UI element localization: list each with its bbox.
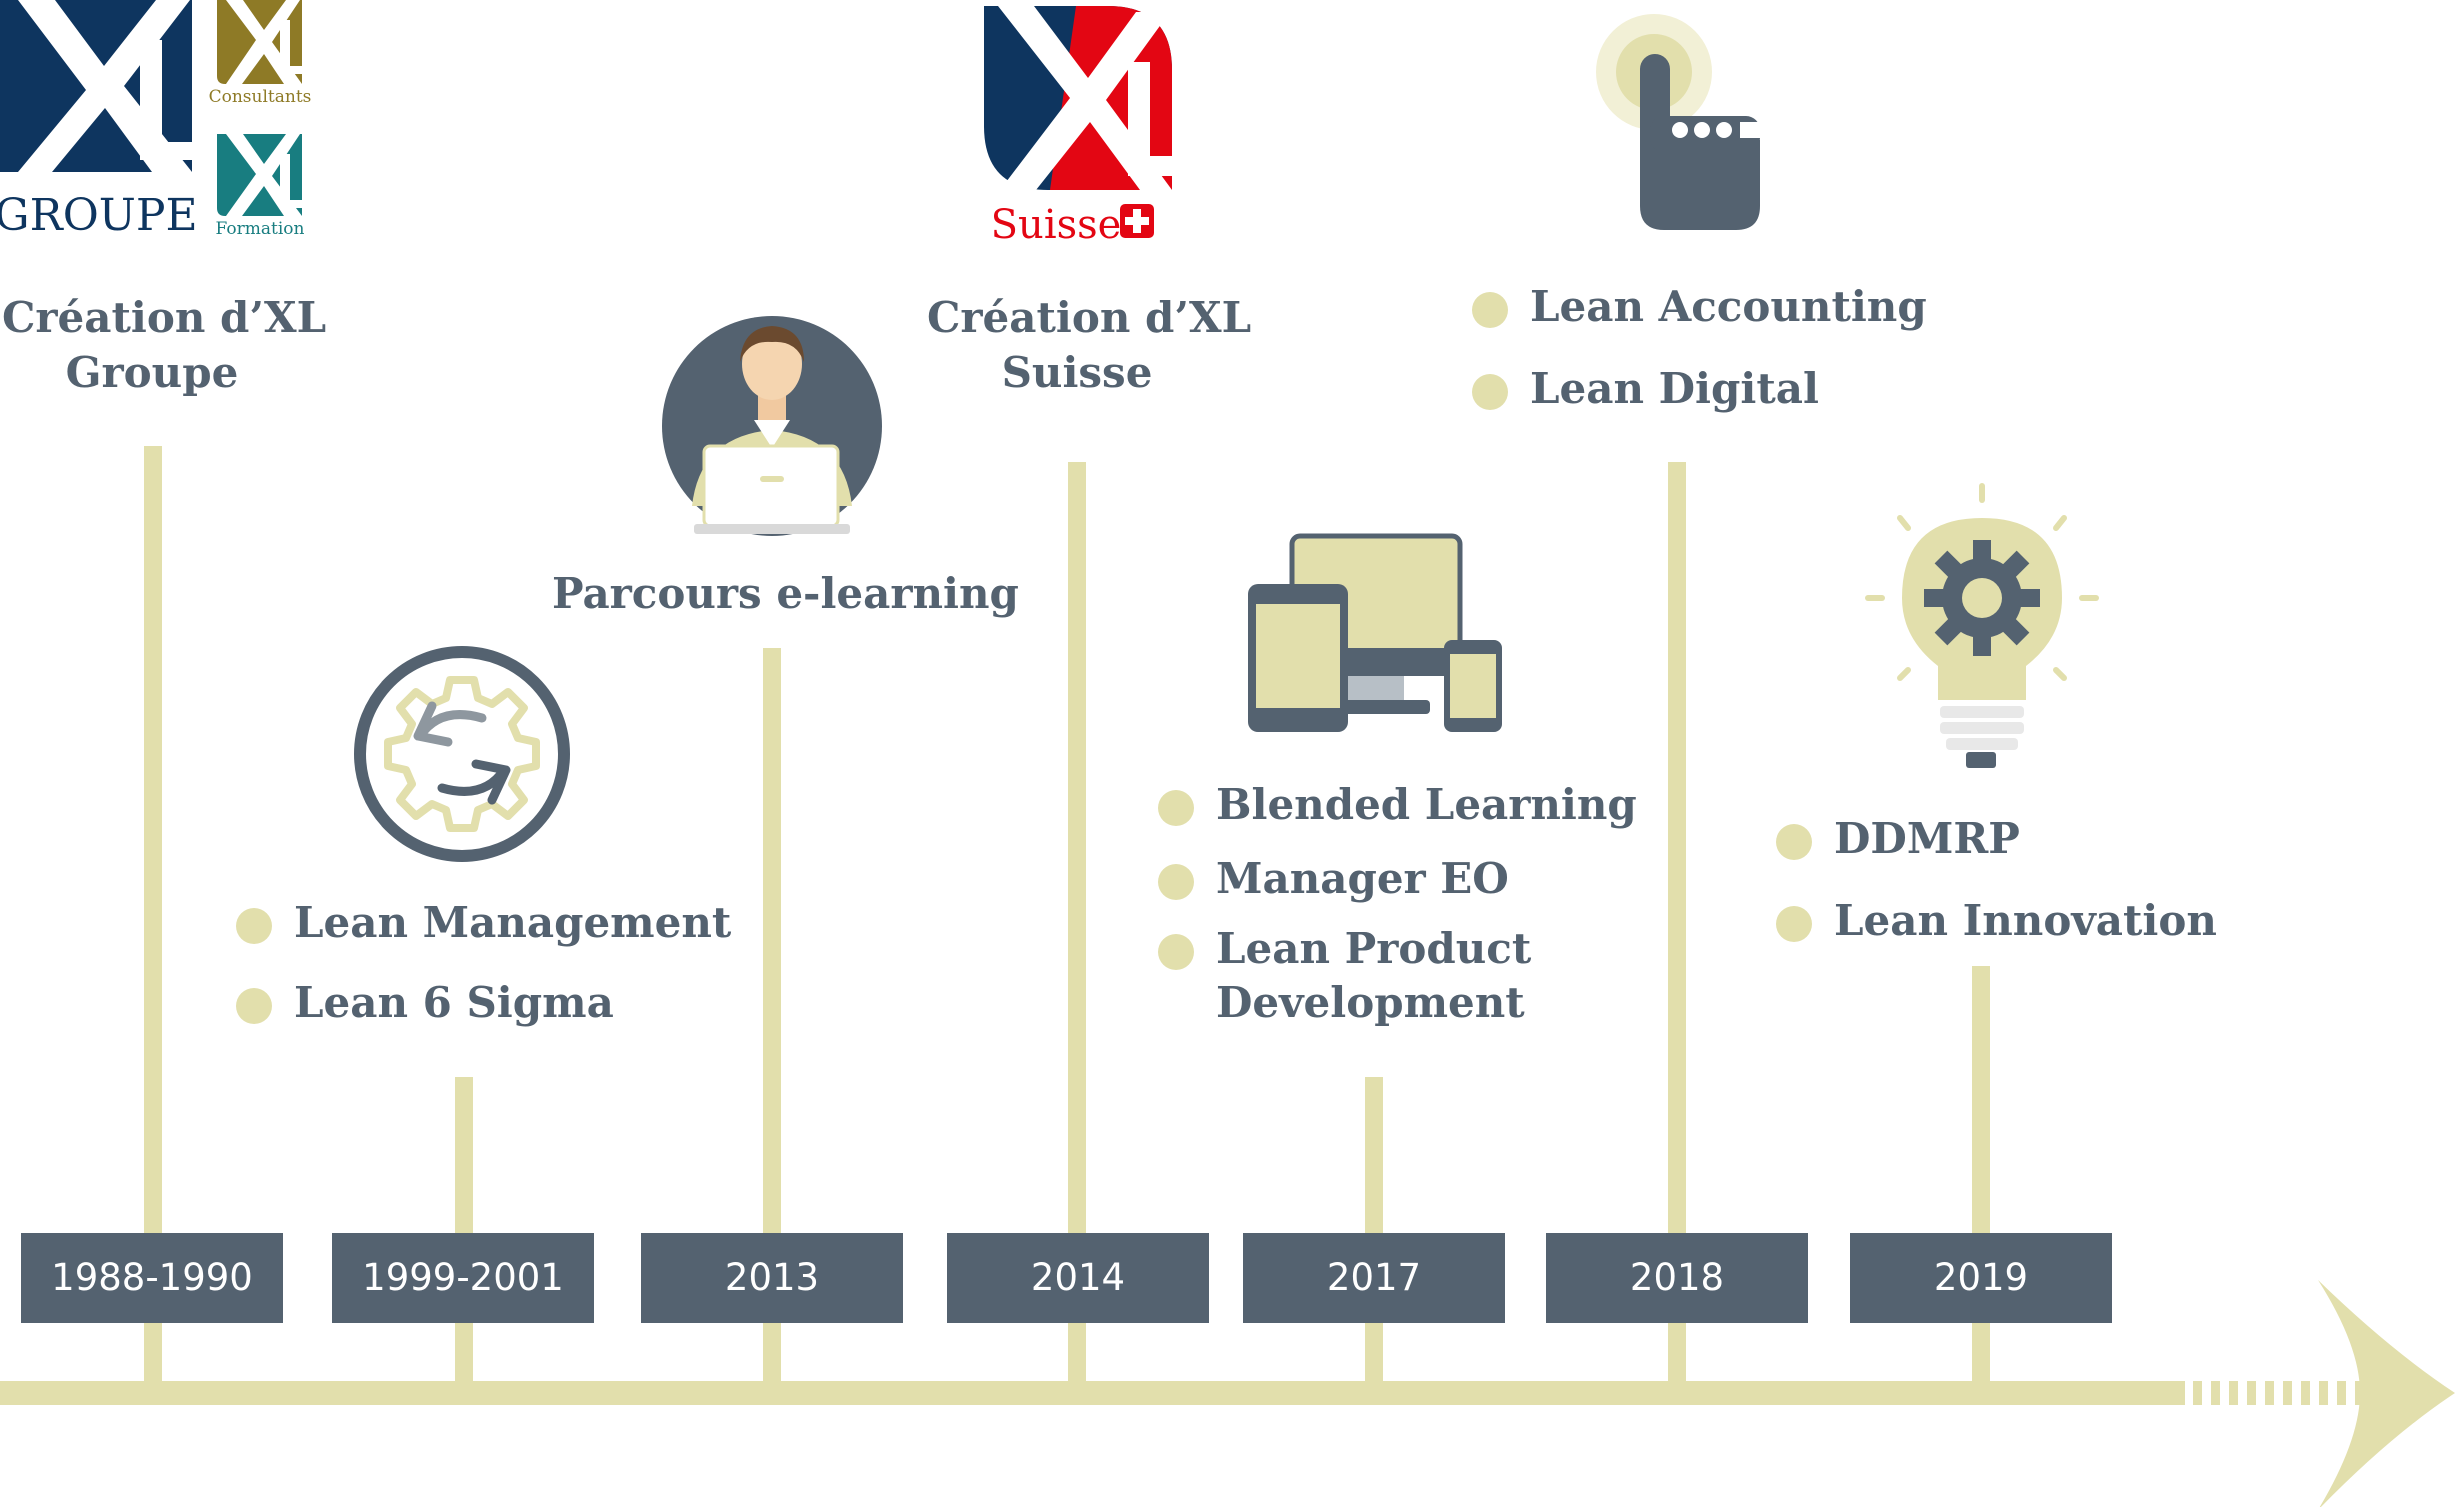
xl-groupe-logo: GROUPE: [0, 0, 198, 241]
connector-line-2017: [1365, 1077, 1383, 1381]
xl-formation-logo: Formation: [216, 134, 305, 239]
pointer-hand-icon: [1596, 14, 1760, 230]
connector-line-2018: [1668, 462, 1686, 1381]
xl-suisse-logo: Suisse: [984, 6, 1172, 248]
connector-line-2013: [763, 648, 781, 1381]
list-item: Lean Digital: [1472, 362, 1927, 416]
xl-consultants-logo: Consultants: [209, 0, 312, 107]
axis-arrowhead-icon: [2318, 1280, 2455, 1507]
bullet-dot: [236, 988, 272, 1024]
suisse-caption: Suisse: [991, 202, 1122, 248]
list-item: Blended Learning: [1158, 778, 1637, 832]
lightbulb-gear-icon: [1865, 483, 2099, 768]
bullet-dot: [1776, 906, 1812, 942]
year-label-1999-2001: 1999-2001: [332, 1233, 594, 1323]
milestone-items-2018: Lean Accounting Lean Digital: [1472, 280, 1927, 416]
milestone-items-1999: Lean Management Lean 6 Sigma: [236, 896, 731, 1030]
bullet-dot: [1776, 824, 1812, 860]
year-label-1988-1990: 1988-1990: [21, 1233, 283, 1323]
list-item: Lean Innovation: [1776, 894, 2217, 948]
elearning-person-icon: [662, 316, 882, 536]
timeline-axis: [0, 1381, 2185, 1405]
bullet-dot: [236, 908, 272, 944]
milestone-title-line: Création d’XL: [927, 293, 1252, 342]
milestone-title-2014: Création d’XL Suisse: [927, 290, 1252, 400]
connector-line-2014: [1068, 462, 1086, 1381]
milestone-title-line: Groupe: [65, 348, 239, 397]
list-item-label: Lean Product Development: [1216, 924, 1532, 1027]
connector-line-1988: [144, 446, 162, 1381]
milestone-items-2017: Blended Learning Manager EO Lean Product…: [1158, 778, 1637, 1030]
list-item: Lean 6 Sigma: [236, 976, 731, 1030]
list-item: Lean Management: [236, 896, 731, 950]
list-item-label: Lean Innovation: [1834, 896, 2217, 945]
list-item: Manager EO: [1158, 852, 1637, 906]
axis-dashes: [2193, 1381, 2364, 1405]
milestone-title-1988: Création d’XL Groupe: [2, 290, 327, 400]
bullet-dot: [1472, 374, 1508, 410]
milestone-title-line: Création d’XL: [2, 293, 327, 342]
milestone-title-2013: Parcours e-learning: [552, 566, 1019, 621]
list-item: DDMRP: [1776, 812, 2217, 866]
gear-cycle-icon: [354, 646, 570, 862]
milestone-items-2019: DDMRP Lean Innovation: [1776, 812, 2217, 948]
list-item: Lean Accounting: [1472, 280, 1927, 334]
milestone-title-line: Suisse: [1001, 348, 1153, 397]
bullet-dot: [1472, 292, 1508, 328]
list-item-label: Lean Digital: [1530, 364, 1819, 413]
list-item-label: Lean Management: [294, 898, 732, 947]
list-item-label: Manager EO: [1216, 854, 1509, 903]
list-item-label: Lean Accounting: [1530, 282, 1927, 331]
formation-caption: Formation: [216, 219, 305, 239]
milestone-title-line: Parcours e-learning: [552, 569, 1019, 618]
bullet-dot: [1158, 934, 1194, 970]
groupe-caption: GROUPE: [0, 190, 198, 241]
devices-icon: [1248, 533, 1502, 732]
year-label-2017: 2017: [1243, 1233, 1505, 1323]
list-item-label: DDMRP: [1834, 814, 2020, 863]
year-label-2018: 2018: [1546, 1233, 1808, 1323]
list-item-label: Blended Learning: [1216, 780, 1637, 829]
list-item-label: Lean 6 Sigma: [294, 978, 614, 1027]
consultants-caption: Consultants: [209, 87, 312, 107]
connector-line-1999: [455, 1077, 473, 1381]
bullet-dot: [1158, 864, 1194, 900]
bullet-dot: [1158, 790, 1194, 826]
year-label-2013: 2013: [641, 1233, 903, 1323]
year-label-2019: 2019: [1850, 1233, 2112, 1323]
list-item: Lean Product Development: [1158, 922, 1536, 1030]
year-label-2014: 2014: [947, 1233, 1209, 1323]
